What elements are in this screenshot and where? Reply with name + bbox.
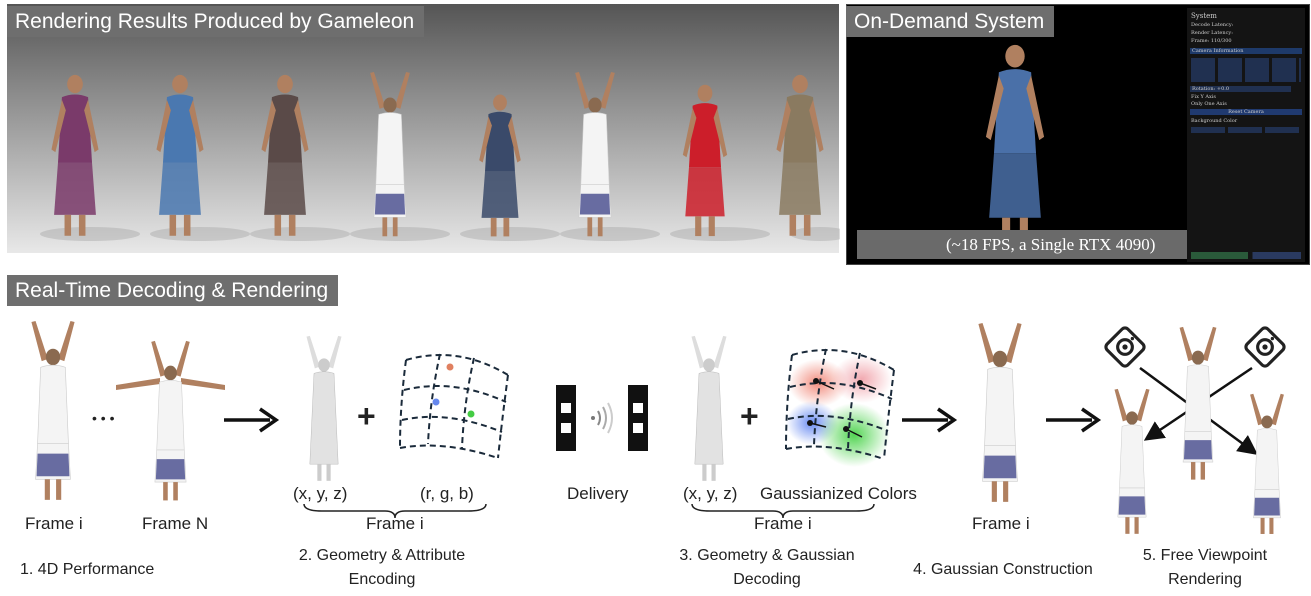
settings-row: Frame: 110/300 — [1191, 38, 1232, 44]
attribute-grid — [399, 353, 509, 459]
camera-right-icon — [1244, 326, 1286, 368]
reset-camera-button[interactable]: Reset Camera — [1190, 109, 1302, 115]
on-demand-system-title: On-Demand System — [846, 6, 1055, 37]
fps-caption-bar — [857, 230, 1187, 259]
gaussian-performer — [977, 322, 1023, 503]
step-2-label-line2: Encoding — [348, 571, 416, 588]
step-2-label-line1: 2. Geometry & Attribute — [298, 547, 466, 564]
arrow-1 — [224, 407, 280, 433]
step-4-label: 4. Gaussian Construction — [913, 561, 1093, 578]
brace-3 — [691, 503, 875, 519]
brace-2 — [303, 503, 487, 519]
brace-2-label: Frame i — [366, 514, 424, 533]
fix-y-axis-checkbox[interactable]: Fix Y Axis — [1191, 94, 1216, 100]
background-color-label: Background Color — [1191, 118, 1238, 124]
frame-i-label-4: Frame i — [972, 514, 1030, 533]
performer-frame-n — [116, 340, 225, 501]
geometry-point-cloud — [305, 335, 343, 482]
frame-i-label: Frame i — [25, 514, 83, 533]
rgb-label: (r, g, b) — [420, 484, 474, 503]
arrow-3 — [1046, 407, 1102, 433]
ellipsis: • • • — [92, 410, 115, 426]
step-3-label-line2: Decoding — [733, 571, 801, 588]
step-1-label: 1. 4D Performance — [20, 561, 155, 578]
step-5-label-line2: Rendering — [1168, 571, 1242, 588]
settings-section-bar: Camera Information — [1190, 48, 1302, 54]
plus-sign-2: + — [740, 398, 759, 434]
viewer-performer — [985, 44, 1045, 244]
xyz-label: (x, y, z) — [293, 484, 348, 503]
xyz-label-2: (x, y, z) — [683, 484, 738, 503]
camera-left-icon — [1104, 326, 1146, 368]
performer-frame-i — [30, 320, 76, 501]
frame-n-label: Frame N — [142, 514, 209, 533]
only-one-axis-checkbox[interactable]: Only One Axis — [1191, 101, 1227, 107]
gaussian-colors-grid — [785, 348, 895, 467]
delivery-label: Delivery — [567, 484, 629, 503]
fps-caption: (~18 FPS, a Single RTX 4090) — [946, 235, 1156, 254]
plus-sign: + — [357, 398, 376, 434]
rotation-field[interactable]: Rotation: +0.0 — [1190, 86, 1291, 92]
arrow-2 — [902, 407, 958, 433]
free-viewpoint-scene — [1104, 326, 1286, 535]
rendering-results-title: Rendering Results Produced by Gameleon — [7, 6, 425, 37]
settings-header: System — [1191, 12, 1217, 20]
delivery-icon — [556, 385, 648, 451]
decoded-geometry — [690, 335, 728, 482]
camera-grid — [1191, 58, 1301, 82]
panel-bottom-buttons[interactable] — [1191, 252, 1301, 259]
step-5-label-line1: 5. Free Viewpoint — [1142, 547, 1268, 564]
pipeline-title: Real-Time Decoding & Rendering — [7, 275, 339, 306]
gaussianized-colors-label: Gaussianized Colors — [760, 484, 917, 503]
background-color-fields[interactable] — [1191, 127, 1301, 133]
settings-row: Render Latency: — [1191, 30, 1233, 36]
settings-panel: System Decode Latency: Render Latency: F… — [1187, 8, 1305, 262]
rendered-performers-row — [40, 71, 840, 241]
brace-3-label: Frame i — [754, 514, 812, 533]
settings-row: Decode Latency: — [1191, 22, 1234, 28]
step-3-label-line1: 3. Geometry & Gaussian — [679, 547, 855, 564]
